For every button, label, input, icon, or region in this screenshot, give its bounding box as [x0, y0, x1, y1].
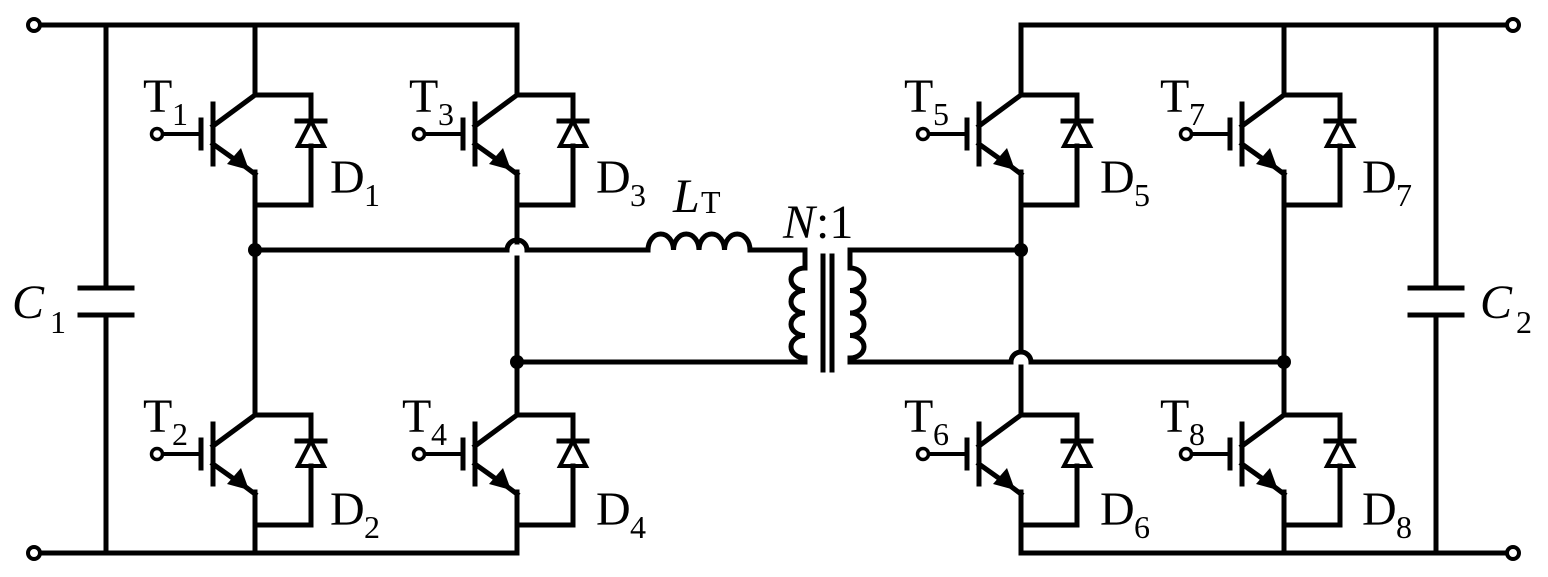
label-turns-ratio: N :1 — [782, 196, 853, 249]
svg-text:T: T — [1160, 70, 1189, 123]
svg-text:7: 7 — [1189, 96, 1205, 132]
svg-text:4: 4 — [431, 416, 447, 452]
label-d7: D 7 — [1362, 151, 1412, 213]
junction-node-c — [1014, 243, 1028, 257]
svg-text:3: 3 — [630, 177, 646, 213]
svg-text:1: 1 — [364, 177, 380, 213]
switch-t8-d8 — [1181, 380, 1355, 525]
svg-text:6: 6 — [933, 416, 949, 452]
terminal-bottom-right — [1505, 545, 1521, 561]
svg-text:D: D — [330, 151, 365, 204]
junction-node-d — [1277, 355, 1291, 369]
svg-text:D: D — [330, 483, 365, 536]
switch-t6-d6 — [918, 380, 1092, 525]
switch-t4-d4 — [414, 380, 588, 525]
svg-text:D: D — [1362, 151, 1397, 204]
label-c2: C 2 — [1480, 276, 1532, 340]
svg-text:T: T — [402, 390, 431, 443]
secondary-dc-bus — [1018, 17, 1521, 561]
terminal-top-left — [26, 17, 42, 33]
svg-text:D: D — [596, 483, 631, 536]
label-t8: T 8 — [1160, 390, 1205, 452]
svg-text:3: 3 — [438, 96, 454, 132]
ac-wiring — [252, 237, 1287, 365]
svg-text:2: 2 — [172, 416, 188, 452]
svg-text:2: 2 — [364, 509, 380, 545]
svg-text:T: T — [409, 70, 438, 123]
svg-text:T: T — [904, 390, 933, 443]
svg-text:L: L — [672, 170, 700, 223]
svg-text:D: D — [1100, 151, 1135, 204]
label-t4: T 4 — [402, 390, 447, 452]
leg-wires — [252, 22, 1287, 556]
label-d6: D 6 — [1100, 483, 1150, 545]
label-d3: D 3 — [596, 151, 646, 213]
svg-text:N: N — [782, 196, 818, 249]
switch-t5-d5 — [918, 60, 1092, 205]
svg-text:T: T — [904, 70, 933, 123]
svg-text:C: C — [12, 276, 45, 329]
svg-text:D: D — [1100, 483, 1135, 536]
capacitor-c2 — [1407, 22, 1465, 556]
svg-text:D: D — [596, 151, 631, 204]
primary-dc-bus — [26, 17, 520, 561]
label-d2: D 2 — [330, 483, 380, 545]
label-c1: C 1 — [12, 276, 66, 340]
terminal-top-right — [1505, 17, 1521, 33]
svg-text:5: 5 — [933, 96, 949, 132]
svg-text:5: 5 — [1134, 177, 1150, 213]
svg-text:T: T — [143, 390, 172, 443]
svg-text:8: 8 — [1396, 509, 1412, 545]
terminal-bottom-left — [26, 545, 42, 561]
transformer — [788, 253, 867, 373]
label-lt: L T — [672, 170, 721, 223]
junction-node-a — [248, 243, 262, 257]
svg-text::1: :1 — [816, 196, 853, 249]
label-t1: T 1 — [143, 70, 188, 132]
svg-text:2: 2 — [1516, 304, 1532, 340]
switch-t3-d3 — [414, 60, 588, 205]
svg-text:1: 1 — [172, 96, 188, 132]
svg-text:8: 8 — [1189, 416, 1205, 452]
svg-text:T: T — [1160, 390, 1189, 443]
svg-text:C: C — [1480, 276, 1513, 329]
label-t5: T 5 — [904, 70, 949, 132]
svg-text:4: 4 — [630, 509, 646, 545]
label-t3: T 3 — [409, 70, 454, 132]
label-d4: D 4 — [596, 483, 646, 545]
svg-text:6: 6 — [1134, 509, 1150, 545]
label-t6: T 6 — [904, 390, 949, 452]
svg-text:T: T — [143, 70, 172, 123]
switch-t2-d2 — [152, 380, 326, 525]
svg-text:D: D — [1362, 483, 1397, 536]
label-d8: D 8 — [1362, 483, 1412, 545]
label-t2: T 2 — [143, 390, 188, 452]
label-d5: D 5 — [1100, 151, 1150, 213]
switch-t1-d1 — [152, 60, 326, 205]
svg-text:7: 7 — [1396, 177, 1412, 213]
switch-t7-d7 — [1181, 60, 1355, 205]
capacitor-c1 — [77, 22, 135, 556]
svg-text:T: T — [701, 184, 721, 220]
inductor-lt — [645, 231, 753, 253]
junction-node-b — [510, 355, 524, 369]
label-d1: D 1 — [330, 151, 380, 213]
svg-text:1: 1 — [50, 304, 66, 340]
label-t7: T 7 — [1160, 70, 1205, 132]
